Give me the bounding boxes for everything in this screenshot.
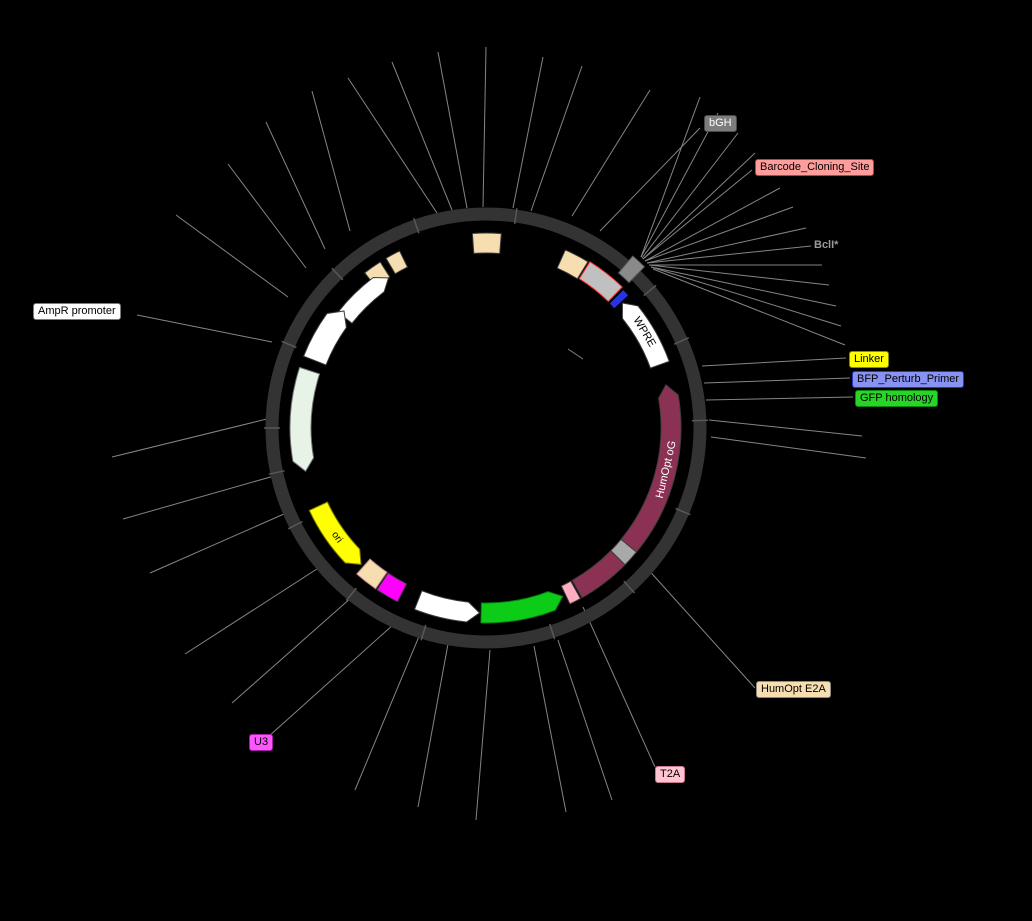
callout-line [642,169,753,260]
callout-line [567,348,584,360]
ring-tick [691,419,708,422]
callout-line [417,643,449,808]
feature-arrow-humopt-og[interactable] [620,384,682,553]
feature-arrow-wpre[interactable] [621,302,670,369]
callout-line [708,419,863,437]
callout-line [641,132,739,259]
callout-line [347,77,438,214]
feature-arrow-ori-label: ori [329,530,344,545]
callout-line [311,90,351,232]
feature-box-u3[interactable] [376,572,408,603]
feature-arrow-bottom-white[interactable] [413,590,481,623]
callout-line [646,227,807,264]
feature-segment-maroon[interactable] [571,549,626,599]
label-bcli[interactable]: BclI* [814,239,839,251]
callout-line [512,56,544,209]
ring-tick [623,580,636,594]
callout-line [599,127,701,232]
ring-tick [268,470,285,475]
callout-line [571,89,651,217]
callout-line [111,417,272,458]
callout-line [701,357,847,367]
label-u3[interactable]: U3 [249,734,274,751]
callout-line [175,214,289,298]
callout-line [582,606,656,768]
callout-line [482,46,487,208]
callout-line [354,633,421,791]
label-humopt-e2a[interactable]: HumOpt E2A [756,681,831,698]
ring-tick [548,623,556,640]
label-ampr-promoter[interactable]: AmpR promoter [33,303,121,320]
callout-line [530,65,583,212]
label-bgh[interactable]: bGH [704,115,737,132]
callout-line [640,112,719,258]
feature-box-top[interactable] [471,232,502,255]
ring-tick [412,217,420,234]
callout-line [231,596,353,704]
feature-arrow-upper-left[interactable] [337,276,390,325]
callout-line [646,245,812,264]
callout-line [184,566,321,655]
feature-arrow-ampr[interactable] [289,366,321,473]
callout-line [533,645,567,813]
callout-line [149,509,294,574]
label-barcode-cloning-site[interactable]: Barcode_Cloning_Site [755,159,875,176]
callout-line [644,187,781,262]
callout-line [705,396,854,401]
ring-tick [675,507,691,516]
ring-tick [643,284,657,297]
feature-box-barcode[interactable] [578,261,623,303]
label-bfp-perturb-primer[interactable]: BFP_Perturb_Primer [852,371,965,388]
callout-line [650,266,842,327]
ring-tick [331,267,344,281]
feature-box-upper-left-b[interactable] [385,250,409,275]
feature-arrow-ori[interactable] [308,501,362,565]
feature-block-cluster[interactable] [617,255,646,284]
ring-tick [420,624,427,641]
callout-line [703,377,851,384]
callout-line [650,266,837,307]
feature-box-e2a[interactable] [610,538,638,566]
callout-line [122,473,282,520]
callout-line [557,639,613,801]
label-gfp-homology[interactable]: GFP homology [855,390,939,407]
label-linker[interactable]: Linker [849,351,889,368]
ring-tick [673,337,690,345]
feature-tick-bfp[interactable] [609,290,629,309]
callout-line [265,121,326,250]
callout-line [644,206,794,262]
callout-line [640,96,701,258]
callout-line [710,436,867,459]
feature-arrow-ampr-promoter[interactable] [302,310,347,366]
feature-box-t2a[interactable] [560,580,582,605]
callout-line [136,314,273,343]
ring-tick [345,587,357,601]
feature-box-upper-right[interactable] [556,249,589,280]
callout-line [391,61,453,211]
feature-arrow-green[interactable] [480,591,564,624]
callout-line [267,623,395,738]
plasmid-ring [265,207,707,649]
label-t2a[interactable]: T2A [655,766,686,783]
ring-tick [513,208,518,225]
callout-line [642,152,756,260]
feature-box-near-ori[interactable] [356,558,388,590]
callout-line [652,268,846,346]
callout-line [644,565,756,689]
callout-line [437,51,468,209]
callout-line [227,163,307,269]
ring-tick [287,520,303,530]
callout-line [475,649,491,821]
ring-tick [281,340,297,349]
callout-line [648,264,830,286]
